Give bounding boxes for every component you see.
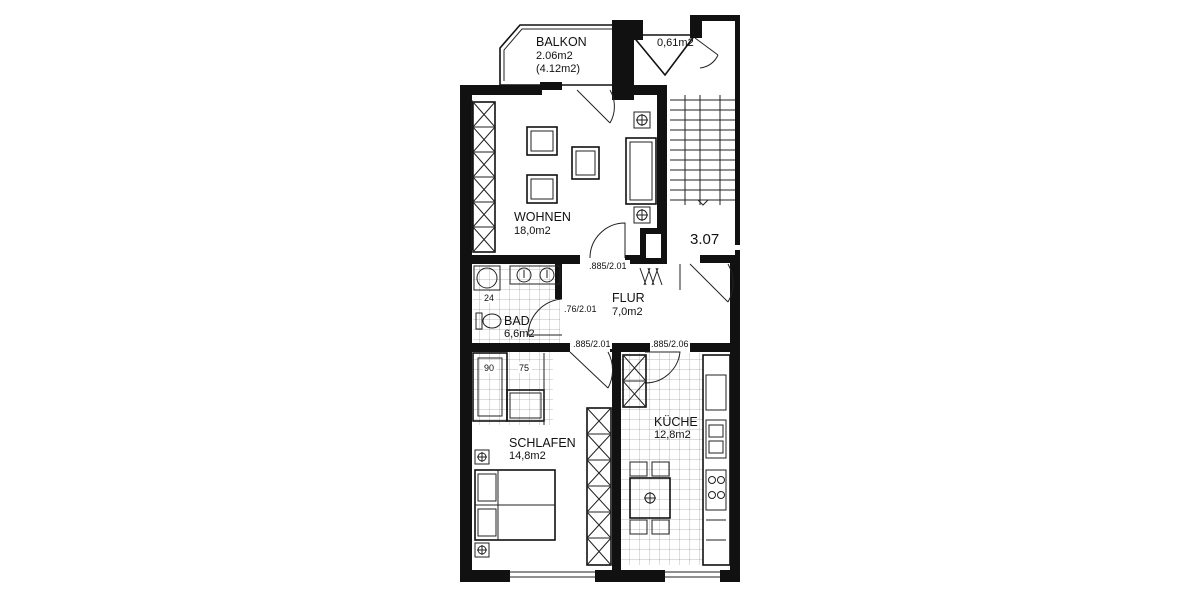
balkon-area-secondary: (4.12m2) (536, 63, 580, 75)
kueche-furniture (622, 354, 731, 566)
bath-dim-small: 24 (484, 293, 494, 303)
dimension-labels: .885/2.01 .76/2.01 .885/2.01 .885/2.06 2… (482, 260, 690, 373)
kueche-name: KÜCHE (654, 415, 698, 429)
unit-number: 3.07 (690, 231, 719, 248)
door-dim-schlafen: .885/2.01 (573, 339, 611, 349)
bad-tiles (473, 265, 560, 345)
kueche-area: 12,8m2 (654, 429, 691, 441)
shower-dim-width: 75 (519, 363, 529, 373)
bad-fixtures (472, 265, 614, 425)
bad-area: 6,6m2 (504, 328, 535, 340)
schlafen-area: 14,8m2 (509, 450, 546, 462)
balkon-area: 2.06m2 (536, 50, 573, 62)
flur-name: FLUR (612, 291, 645, 305)
kueche-tiles (621, 353, 703, 565)
balkon-name: BALKON (536, 35, 587, 49)
wohnen-doors (576, 89, 626, 259)
wohnen-furniture (472, 101, 657, 253)
wohnen-area: 18,0m2 (514, 225, 551, 237)
staircase (670, 15, 740, 270)
flur-area: 7,0m2 (612, 306, 643, 318)
schlafen-name: SCHLAFEN (509, 436, 576, 450)
storage-closet (625, 20, 719, 77)
wohnen-name: WOHNEN (514, 210, 571, 224)
walls (460, 85, 740, 582)
door-dim-kueche: .885/2.06 (651, 339, 689, 349)
bath-dim-width: 90 (484, 363, 494, 373)
bad-name: BAD (504, 314, 530, 328)
storage-area: 0,61m2 (657, 37, 694, 49)
schlafen-furniture (474, 407, 612, 566)
door-dim-wohnen: .885/2.01 (589, 261, 627, 271)
flur-details (639, 263, 734, 384)
door-dim-bad: .76/2.01 (564, 304, 597, 314)
room-labels: BALKON 2.06m2 (4.12m2) 0,61m2 WOHNEN 18,… (504, 35, 719, 462)
